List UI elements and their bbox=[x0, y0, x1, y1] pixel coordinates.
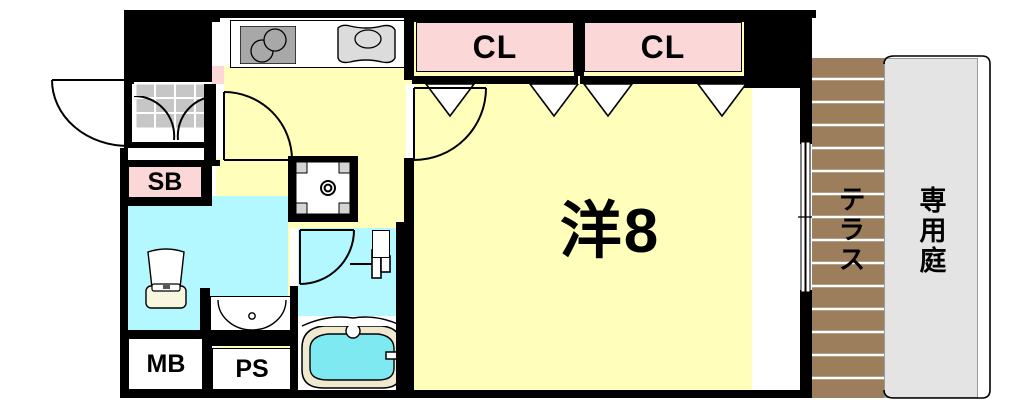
sb-wall-top bbox=[124, 160, 220, 166]
closet-left-bottom-wall bbox=[412, 76, 578, 84]
wall-bath-left-lower bbox=[290, 286, 298, 398]
wall-right-main-mid-upper bbox=[800, 78, 812, 144]
entry-window-slot bbox=[212, 22, 224, 66]
shoe-box: SB bbox=[128, 166, 202, 198]
wall-right-main-mid-lower bbox=[800, 290, 812, 398]
wall-hall-washroom bbox=[204, 84, 216, 164]
sb-wall-bottom bbox=[124, 198, 212, 206]
wall-washer-right bbox=[348, 156, 358, 222]
meter-box: MB bbox=[128, 338, 204, 390]
terrace-label: テラス bbox=[834, 185, 865, 275]
wall-ps-top bbox=[204, 338, 294, 346]
main-room-door-icon[interactable] bbox=[412, 86, 488, 162]
hall-door-icon[interactable] bbox=[222, 90, 294, 162]
wall-washer-top bbox=[288, 156, 356, 164]
closet-right: CL bbox=[584, 22, 742, 72]
bathroom-door-panel bbox=[290, 228, 298, 286]
private-garden-label: 専用庭 bbox=[915, 186, 946, 276]
kitchen-sink-icon bbox=[337, 24, 396, 64]
hall-door-panel bbox=[216, 84, 224, 158]
entry-door-icon[interactable] bbox=[48, 78, 130, 148]
closet-left: CL bbox=[416, 22, 574, 72]
kitchen-counter-back-fill bbox=[216, 66, 416, 92]
wall-washer-left bbox=[288, 156, 298, 222]
wall-entry-block bbox=[124, 10, 220, 82]
toilet-icon bbox=[145, 248, 187, 309]
wall-hall-main-upper bbox=[404, 18, 414, 80]
wall-basin-left bbox=[200, 288, 210, 332]
wall-washer-bottom bbox=[288, 214, 358, 222]
wall-hall-main-lower bbox=[404, 158, 414, 398]
pipe-shaft: PS bbox=[212, 348, 292, 390]
wall-left-genkan bbox=[124, 82, 132, 144]
wash-basin-icon bbox=[217, 299, 287, 331]
main-room-door-panel bbox=[406, 84, 414, 158]
wall-genkan-bottom bbox=[124, 140, 220, 148]
bath-shelf bbox=[372, 230, 390, 258]
wall-bath-right bbox=[396, 222, 404, 398]
private-garden bbox=[884, 58, 978, 398]
closet-divider bbox=[574, 14, 584, 76]
bathroom-door-icon[interactable] bbox=[298, 228, 356, 286]
sb-wall-right bbox=[202, 160, 212, 204]
terrace bbox=[812, 58, 888, 398]
closet-door-marks[interactable] bbox=[412, 84, 752, 118]
sliding-door-icon[interactable] bbox=[798, 142, 814, 292]
entry-shoe-cabinet-marker bbox=[212, 66, 224, 84]
garden-outline bbox=[883, 55, 991, 399]
main-room-label: 洋8 bbox=[559, 197, 661, 266]
bathtub-icon bbox=[301, 316, 403, 389]
entry-door-jamb-top bbox=[124, 76, 134, 84]
closet-right-bottom-wall bbox=[580, 76, 752, 84]
stove-icon bbox=[240, 26, 296, 64]
wall-bottom-outer bbox=[120, 390, 812, 398]
wall-mb-right bbox=[202, 330, 212, 398]
genkan-tile-icon bbox=[136, 84, 214, 129]
wall-left-outer bbox=[120, 148, 128, 398]
wall-right-main-top bbox=[744, 10, 812, 88]
washing-machine-space-icon bbox=[296, 162, 350, 215]
